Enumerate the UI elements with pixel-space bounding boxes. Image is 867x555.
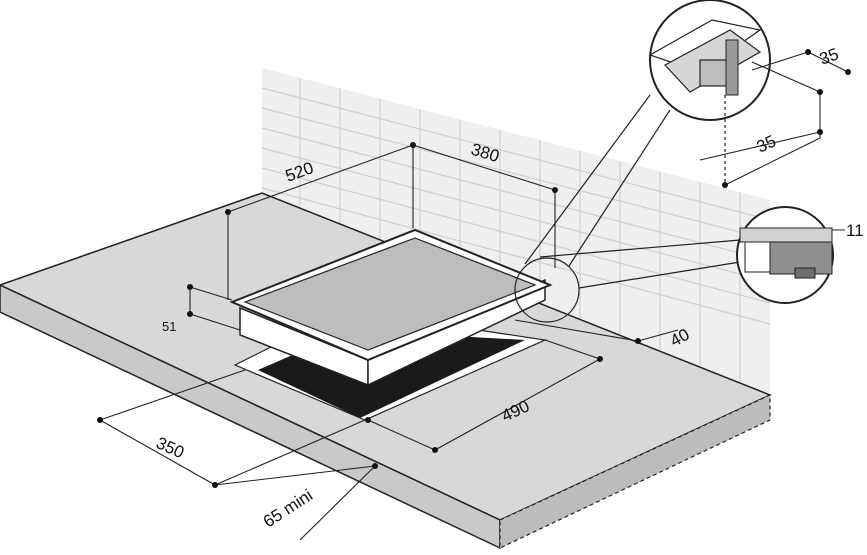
dimension-lines [99, 144, 679, 541]
hob-appliance [229, 228, 553, 387]
dimension-dots [97, 142, 641, 488]
detail-bubble-right [736, 206, 845, 304]
tiled-wall [261, 68, 771, 395]
label-edge-thickness: 11 [846, 221, 864, 240]
detail-top-dots [722, 49, 851, 188]
detail-top-dims [699, 51, 849, 186]
label-hob-height: 51 [162, 319, 176, 334]
detail-bubble-top [648, 0, 771, 185]
label-detail-offset-b: 35 [754, 131, 779, 156]
detail-leaders [514, 94, 741, 323]
label-detail-offset-a: 35 [817, 44, 841, 68]
label-min-front: 65 mini [260, 486, 316, 532]
label-front-offset: 350 [153, 433, 187, 462]
